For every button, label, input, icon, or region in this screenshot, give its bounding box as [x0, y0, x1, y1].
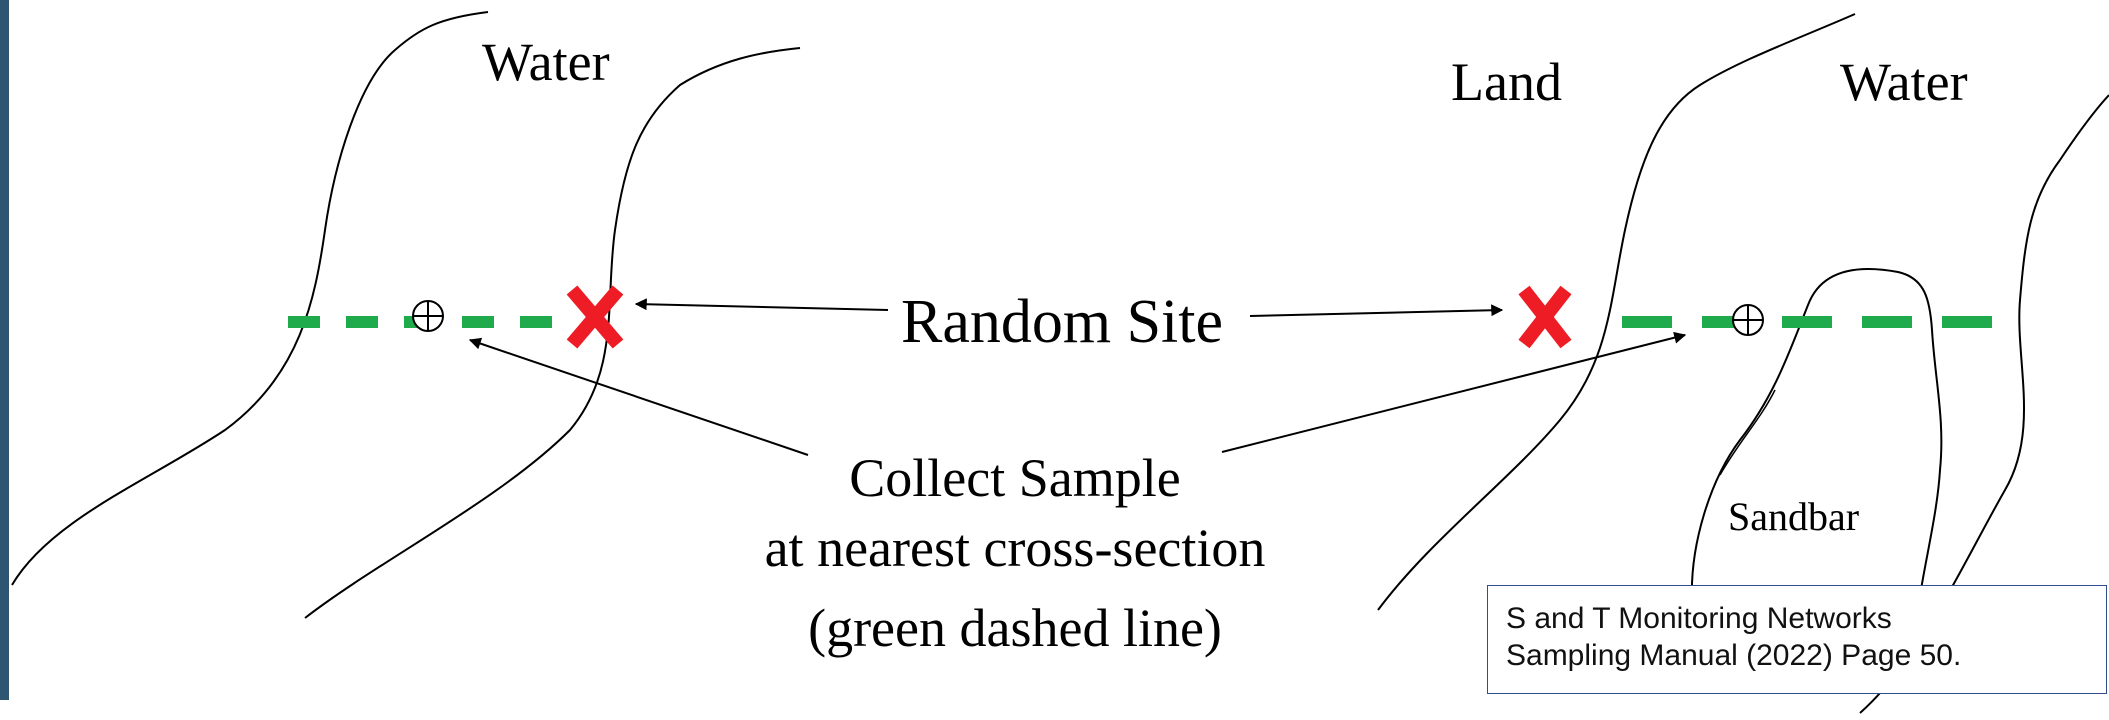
left-sample-point-icon — [412, 300, 444, 332]
sandbar-outline — [1690, 267, 1943, 616]
right-river-west-shoreline — [1377, 13, 1856, 611]
right-sample-point-icon — [1732, 304, 1764, 336]
left-random-site-x-icon — [566, 285, 624, 349]
right-random-site-x-icon — [1518, 285, 1572, 349]
left-accent-bar — [0, 0, 9, 700]
random-site-label: Random Site — [901, 288, 1223, 356]
water-right-label: Water — [1840, 52, 1968, 112]
citation-line2: Sampling Manual (2022) Page 50. — [1506, 639, 1962, 672]
arrow-collect-to-left-sample — [468, 337, 809, 456]
citation-line1: S and T Monitoring Networks — [1506, 602, 1892, 635]
sandbar-label: Sandbar — [1728, 494, 1859, 539]
collect-sample-line2: at nearest cross-section — [765, 518, 1266, 578]
collect-sample-line3: (green dashed line) — [808, 598, 1222, 658]
citation-box: S and T Monitoring Networks Sampling Man… — [1487, 585, 2107, 694]
arrow-random-site-to-right-x — [1249, 304, 1504, 317]
sandbar-inner-contour — [1719, 389, 1776, 476]
water-left-label: Water — [482, 32, 610, 92]
land-label: Land — [1451, 52, 1562, 112]
left-river-east-shoreline — [304, 47, 801, 619]
arrow-random-site-to-left-x — [634, 298, 889, 311]
collect-sample-line1: Collect Sample — [849, 448, 1180, 508]
arrow-collect-to-right-sample — [1221, 331, 1687, 453]
left-river-west-shoreline — [11, 11, 489, 586]
